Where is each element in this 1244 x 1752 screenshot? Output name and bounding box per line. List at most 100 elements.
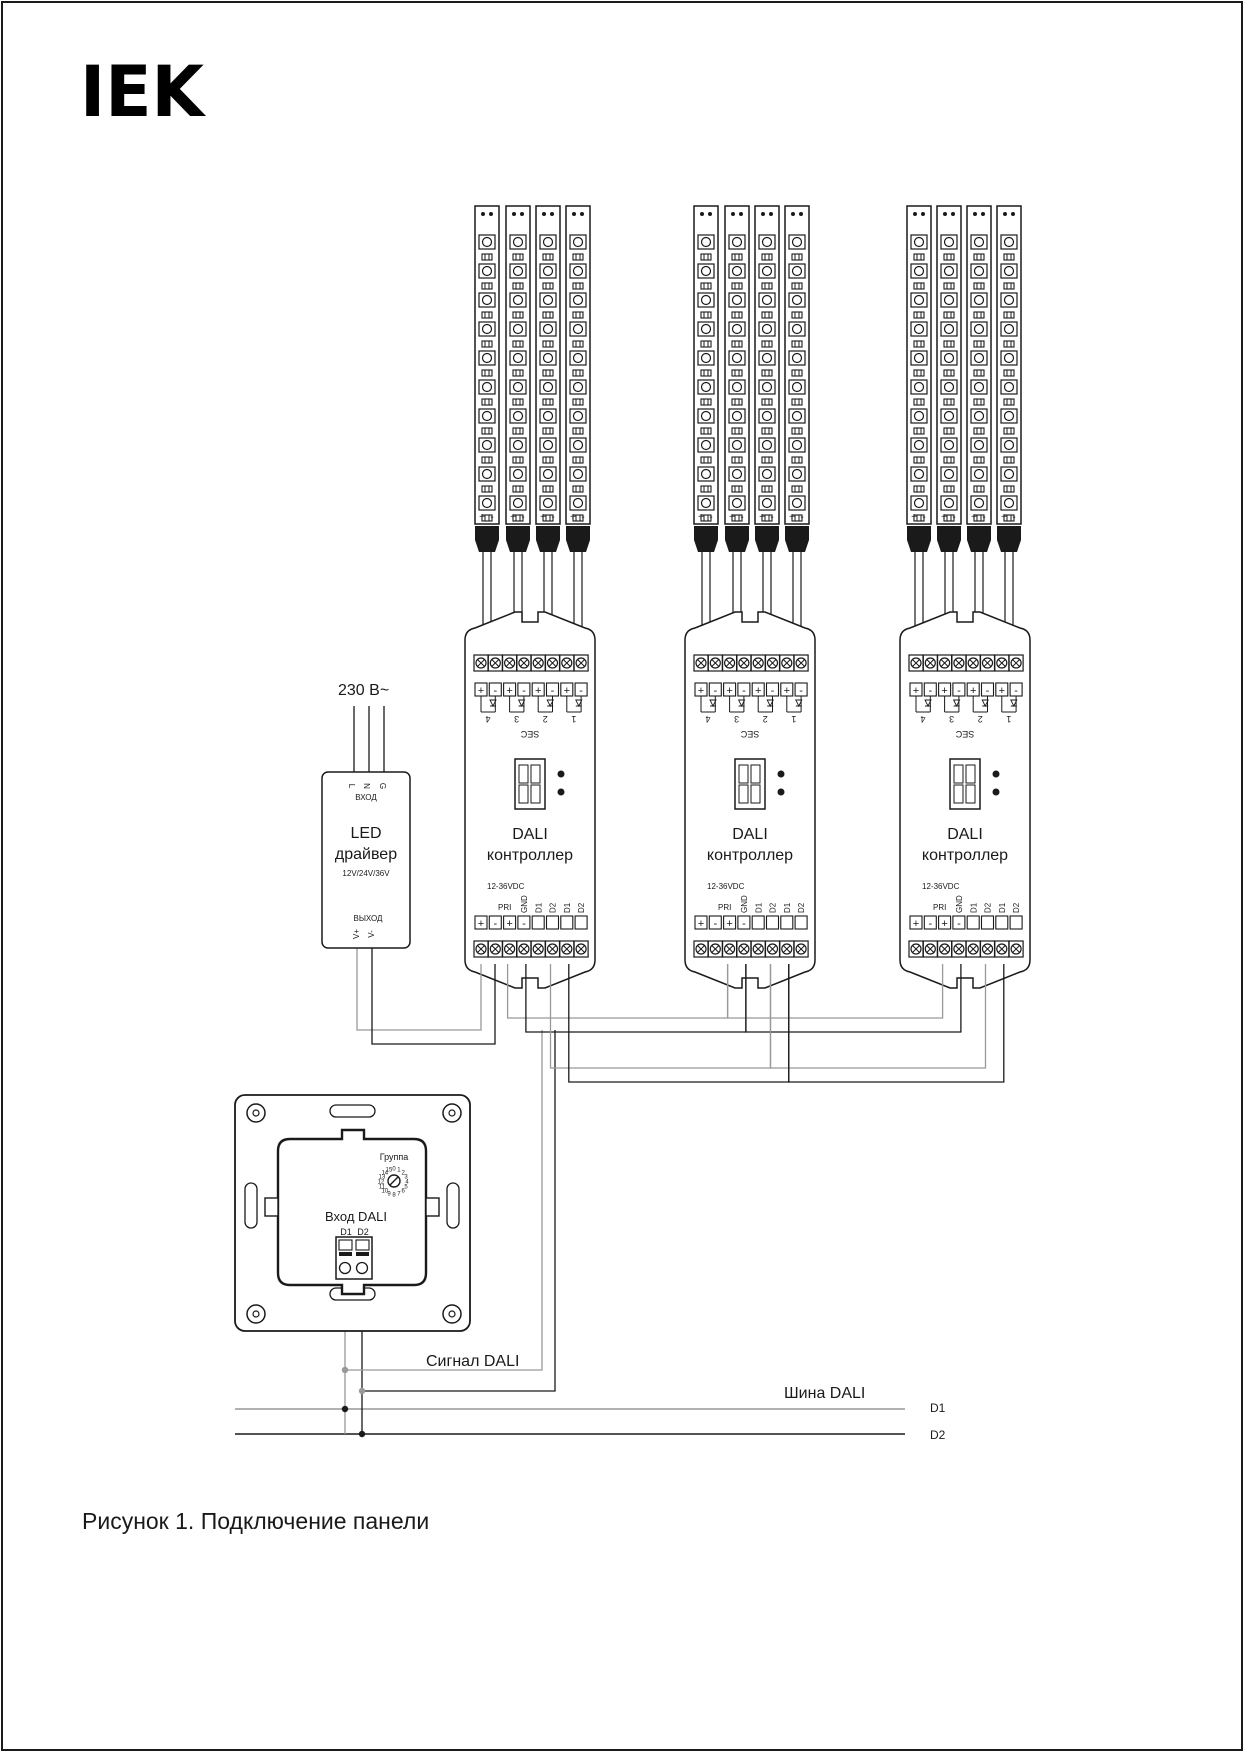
controller-bottom-pin-label: D2	[1012, 902, 1021, 913]
controller-title-1: DALI	[512, 826, 548, 843]
channel-pin-sign: -	[522, 685, 526, 697]
strip-plug	[506, 526, 530, 552]
strip-minus: -	[521, 512, 524, 523]
strip-minus: -	[490, 512, 493, 523]
strip-minus: -	[1012, 512, 1015, 523]
panel-input-label: Вход DALI	[325, 1209, 387, 1224]
bottom-pin-sign: +	[506, 918, 512, 930]
panel-pin-d2: D2	[357, 1227, 369, 1237]
controller-bottom-pin-label: GND	[520, 895, 529, 913]
controller-supply-label: 12-36VDC	[487, 882, 525, 891]
dial-digit: 2	[402, 1170, 406, 1176]
led-strip-3-3: +-	[966, 205, 992, 660]
bottom-pin-sign: -	[493, 918, 497, 930]
driver-title-2: драйвер	[335, 846, 397, 863]
status-led	[992, 788, 1000, 796]
strip-plus: +	[479, 512, 485, 523]
channel-pin-sign: +	[698, 685, 704, 697]
strip-minus: -	[551, 512, 554, 523]
strip-plus: +	[1001, 512, 1007, 523]
led-strip-1-3: +-	[535, 205, 561, 660]
dial-digit: 13	[379, 1175, 386, 1181]
channel-number: 1	[571, 714, 576, 724]
bottom-pin-sign: +	[913, 918, 919, 930]
dial-digit: 12	[378, 1180, 385, 1186]
channel-pin-sign: +	[478, 685, 484, 697]
controller-link-wire	[745, 964, 962, 1033]
supply-wires	[353, 706, 385, 772]
figure-caption: Рисунок 1. Подключение панели	[82, 1508, 430, 1534]
strip-minus: -	[581, 512, 584, 523]
channel-pin-sign: +	[535, 685, 541, 697]
dial-digit: 15	[386, 1167, 393, 1173]
channel-number: 4	[485, 714, 490, 724]
bottom-pin-sign: +	[941, 918, 947, 930]
strip-plus: +	[971, 512, 977, 523]
controller-pri-label: PRI	[718, 903, 731, 912]
channel-number: 4	[920, 714, 925, 724]
controller-title-2: контроллер	[922, 847, 1008, 864]
junction-dot	[341, 1366, 349, 1374]
channel-pin-sign: -	[957, 685, 961, 697]
bus-d2-label: D2	[930, 1428, 946, 1442]
strip-minus: -	[709, 512, 712, 523]
controller-title-1: DALI	[732, 826, 768, 843]
dial-digit: 8	[392, 1193, 396, 1199]
controller-bottom-pin-label: D1	[998, 902, 1007, 913]
led-strips-layer: +-+-+-+-+-+-+-+-+-+-+-+-	[474, 205, 1022, 660]
led-strip-1-1: +-	[474, 205, 500, 660]
channel-number: 3	[514, 714, 519, 724]
led-strip-2-2: +-	[724, 205, 750, 660]
channel-pin-sign: +	[506, 685, 512, 697]
controller-bottom-pin-label: D1	[783, 902, 792, 913]
strip-minus: -	[952, 512, 955, 523]
bottom-pin-sign: +	[478, 918, 484, 930]
strip-plus: +	[789, 512, 795, 523]
strip-plug	[907, 526, 931, 552]
driver-pin-g: G	[378, 783, 387, 789]
strip-minus: -	[922, 512, 925, 523]
channel-pin-sign: +	[999, 685, 1005, 697]
sec-label: SEC	[740, 729, 759, 739]
strip-plus: +	[759, 512, 765, 523]
signal-wire-d1	[345, 1030, 543, 1371]
controller-pri-label: PRI	[933, 903, 946, 912]
strip-plug	[997, 526, 1021, 552]
controller-bottom-pin-label: D2	[577, 902, 586, 913]
channel-pin-sign: +	[726, 685, 732, 697]
power-wire-plus	[356, 948, 482, 1031]
strip-plug	[566, 526, 590, 552]
dial-digit: 5	[404, 1184, 408, 1190]
bottom-pin-sign: +	[726, 918, 732, 930]
bottom-pin-sign: -	[522, 918, 526, 930]
driver-input-label: ВХОД	[355, 793, 377, 802]
led-strip-2-4: +-	[784, 205, 810, 660]
channel-pin-sign: +	[784, 685, 790, 697]
controller-bottom-pin-label: D1	[969, 902, 978, 913]
dial-digit: 10	[381, 1189, 388, 1195]
driver-output-label: ВЫХОД	[354, 914, 384, 923]
driver-pin-n: N	[362, 783, 371, 789]
strip-plug	[475, 526, 499, 552]
controller-title-2: контроллер	[487, 847, 573, 864]
led-strip-2-1: +-	[693, 205, 719, 660]
controller-bottom-pin-label: D1	[563, 902, 572, 913]
sec-label: SEC	[520, 729, 539, 739]
channel-pin-sign: -	[799, 685, 803, 697]
channel-pin-sign: +	[755, 685, 761, 697]
controller-bottom-pin-label: GND	[740, 895, 749, 913]
power-wire-minus	[371, 948, 496, 1045]
bus-d1-label: D1	[930, 1401, 946, 1415]
strip-plus: +	[510, 512, 516, 523]
dial-digit: 7	[397, 1192, 401, 1198]
strip-plus: +	[570, 512, 576, 523]
bottom-pin-sign: -	[742, 918, 746, 930]
channel-number: 2	[763, 714, 768, 724]
strip-plug	[937, 526, 961, 552]
